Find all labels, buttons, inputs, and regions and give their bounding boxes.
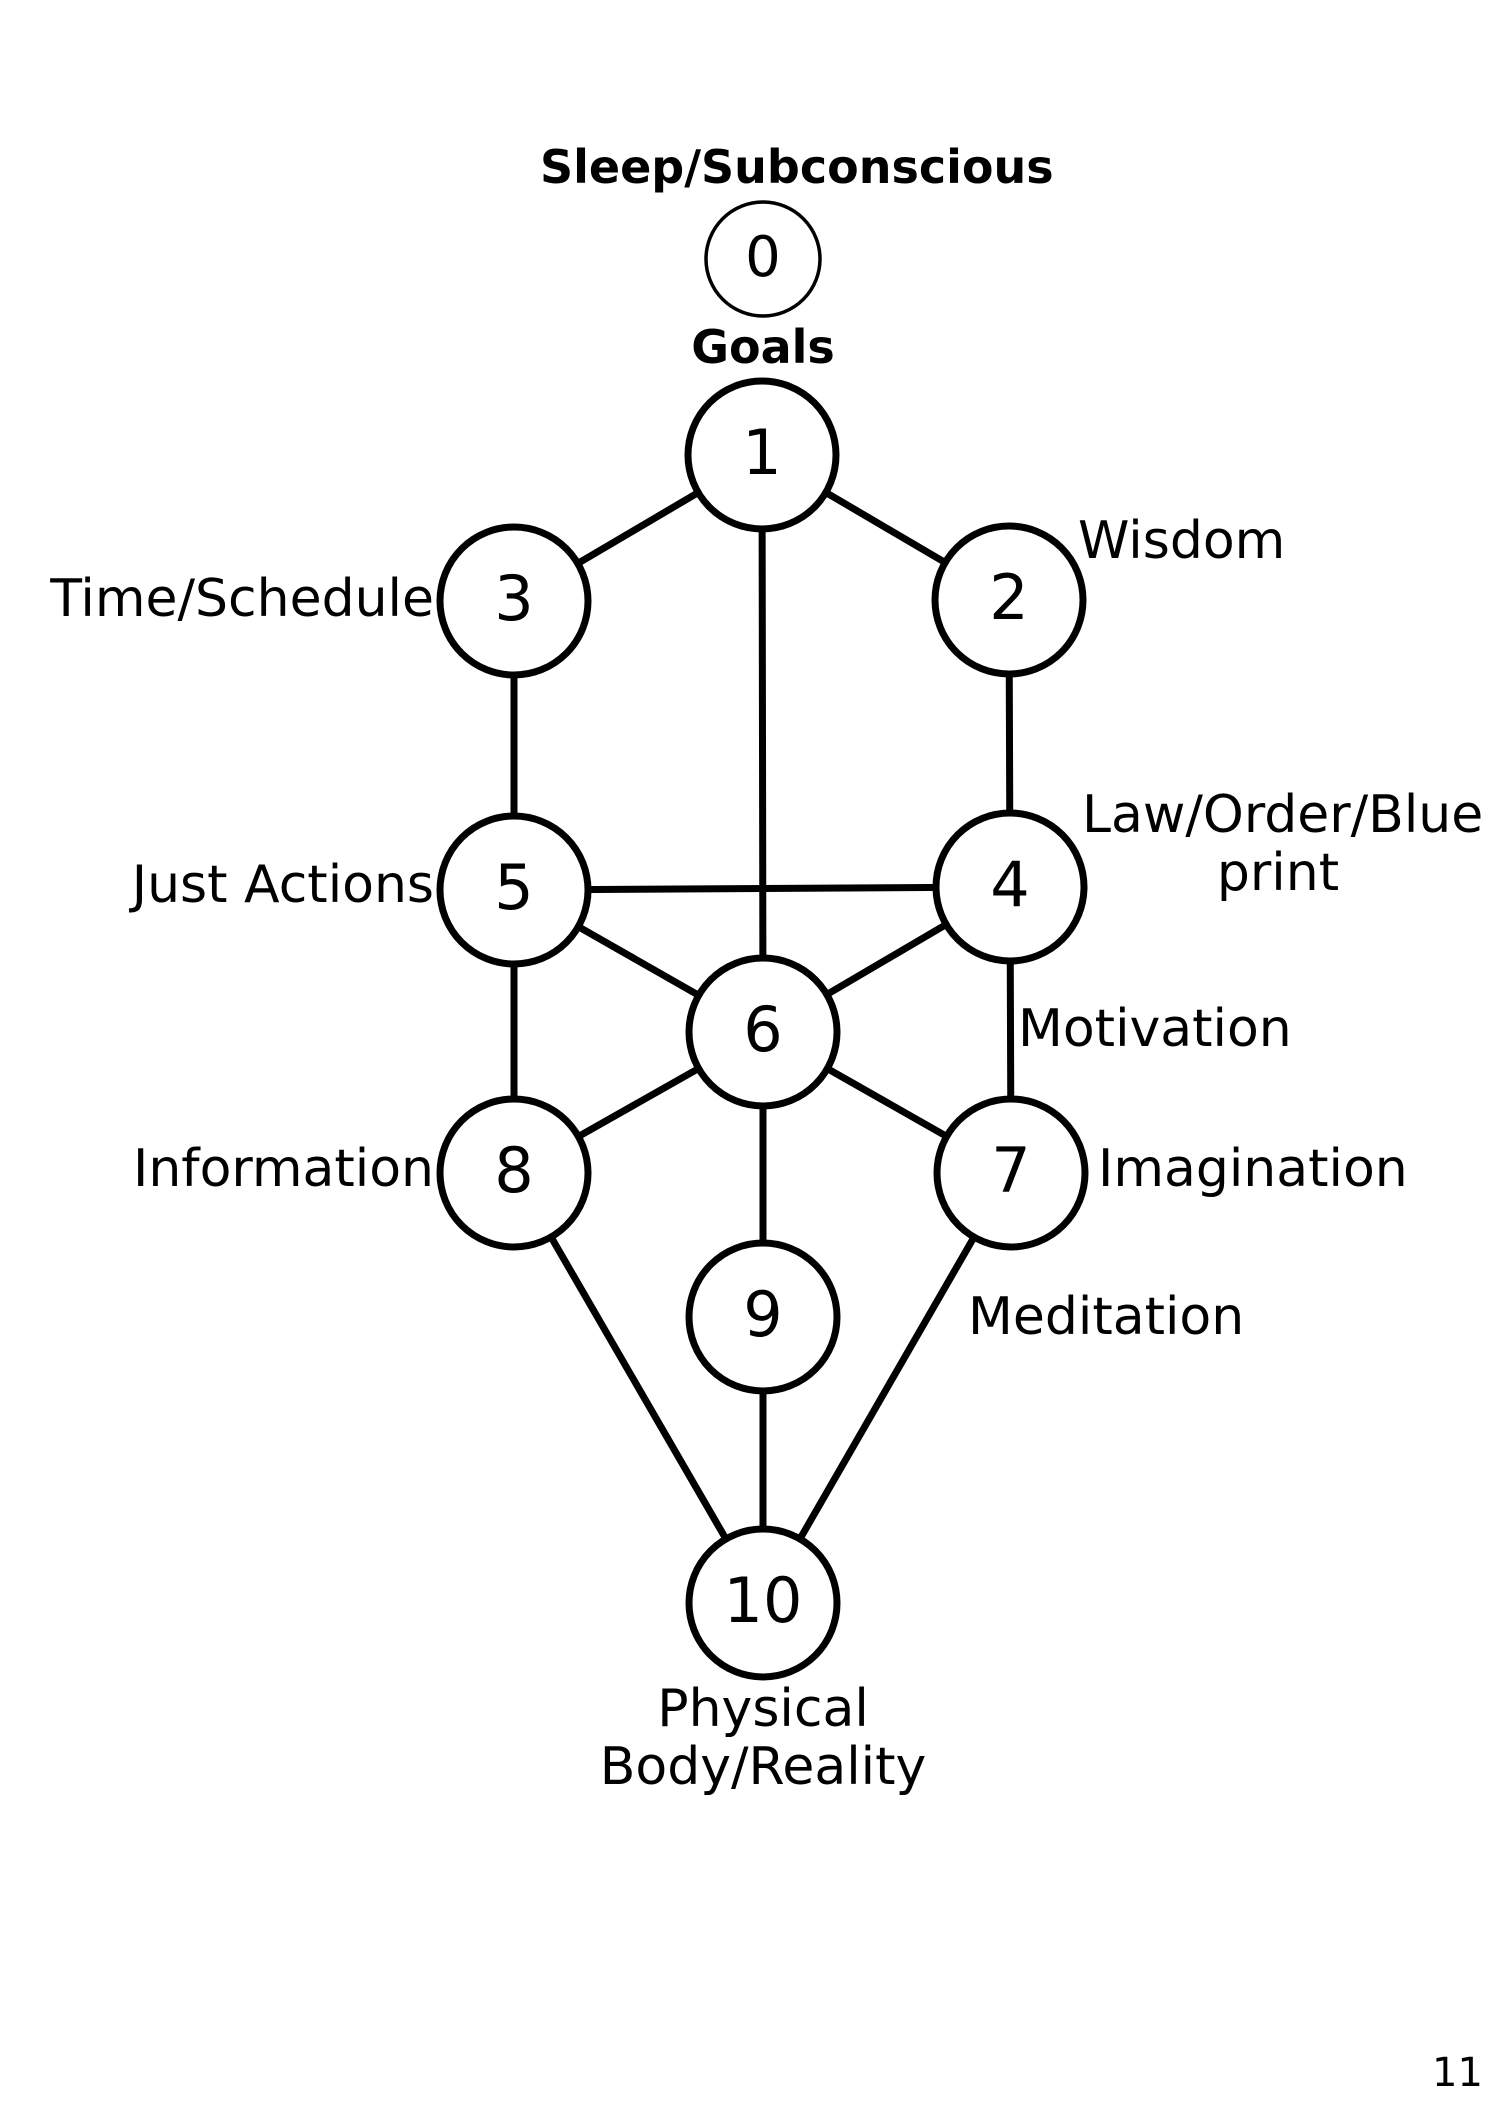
node-8-number: 8 bbox=[494, 1134, 533, 1207]
node-10-circle[interactable] bbox=[685, 1525, 841, 1681]
node-9-number: 9 bbox=[743, 1278, 782, 1351]
node-7-circle[interactable] bbox=[933, 1095, 1089, 1251]
node-4-number: 4 bbox=[990, 848, 1029, 921]
edge-7-10 bbox=[759, 1171, 1015, 1605]
edge-5-4 bbox=[513, 883, 1011, 894]
node-3[interactable]: 3 bbox=[436, 523, 592, 679]
node-0-number: 0 bbox=[745, 225, 781, 290]
node-0-circle[interactable] bbox=[704, 200, 822, 318]
nodes-group: 0 1 2 3 4 5 6 7 8 9 10 bbox=[436, 200, 1089, 1681]
label-law-order-blueprint: Law/Order/Blue print bbox=[1082, 785, 1484, 904]
label-imagination: Imagination bbox=[1098, 1139, 1408, 1199]
node-8-circle[interactable] bbox=[436, 1095, 592, 1251]
node-6-number: 6 bbox=[743, 993, 782, 1066]
node-3-circle[interactable] bbox=[436, 523, 592, 679]
label-physical-body-reality: Physical Body/Reality bbox=[599, 1679, 927, 1798]
node-7[interactable]: 7 bbox=[933, 1095, 1089, 1251]
node-6-circle[interactable] bbox=[685, 954, 841, 1110]
node-10-number: 10 bbox=[724, 1564, 803, 1637]
label-time-schedule: Time/Schedule bbox=[50, 569, 434, 629]
node-2-circle[interactable] bbox=[931, 522, 1087, 678]
node-0[interactable]: 0 bbox=[704, 200, 822, 318]
label-wisdom: Wisdom bbox=[1078, 511, 1286, 571]
node-4-circle[interactable] bbox=[932, 809, 1088, 965]
label-motivation: Motivation bbox=[1018, 999, 1292, 1059]
label-goals: Goals bbox=[691, 320, 835, 374]
label-information: Information bbox=[132, 1139, 434, 1199]
node-2-number: 2 bbox=[989, 561, 1028, 634]
node-9[interactable]: 9 bbox=[685, 1239, 841, 1395]
node-1-number: 1 bbox=[742, 416, 781, 489]
node-7-number: 7 bbox=[991, 1134, 1030, 1207]
node-10[interactable]: 10 bbox=[685, 1525, 841, 1681]
node-5-circle[interactable] bbox=[436, 812, 592, 968]
label-sleep-subconscious: Sleep/Subconscious bbox=[540, 140, 1054, 194]
node-5-number: 5 bbox=[494, 851, 533, 924]
label-just-actions: Just Actions bbox=[131, 855, 434, 915]
node-8[interactable]: 8 bbox=[436, 1095, 592, 1251]
node-1[interactable]: 1 bbox=[684, 377, 840, 533]
node-5[interactable]: 5 bbox=[436, 812, 592, 968]
node-6[interactable]: 6 bbox=[685, 954, 841, 1110]
node-1-circle[interactable] bbox=[684, 377, 840, 533]
node-2[interactable]: 2 bbox=[931, 522, 1087, 678]
label-meditation: Meditation bbox=[968, 1287, 1245, 1347]
edge-1-6 bbox=[758, 454, 767, 1033]
node-3-number: 3 bbox=[494, 562, 533, 635]
page-number: 11 bbox=[1432, 2050, 1483, 2096]
node-9-circle[interactable] bbox=[685, 1239, 841, 1395]
edge-8-10 bbox=[510, 1171, 767, 1605]
node-4[interactable]: 4 bbox=[932, 809, 1088, 965]
